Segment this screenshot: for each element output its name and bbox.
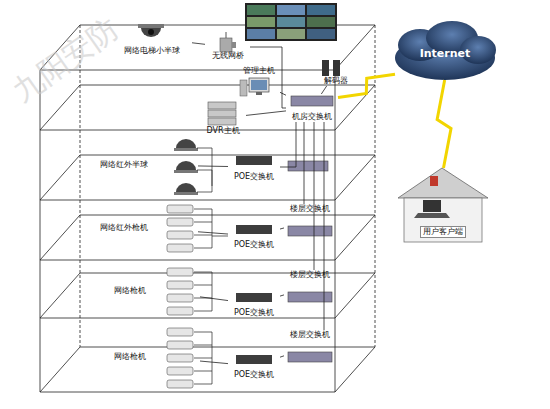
- floor-switch: 楼层交换机: [284, 270, 336, 304]
- floor-switch: 楼层交换机: [284, 204, 336, 238]
- decoder-node: 解码器: [316, 58, 356, 86]
- dvr-box: [208, 102, 236, 125]
- host-node: 管理主机: [238, 66, 280, 98]
- node-label: DVR主机: [190, 126, 256, 136]
- node-label: 解码器: [306, 76, 366, 86]
- node-label: 用户客户端: [420, 226, 466, 238]
- monitor-wall: [245, 3, 337, 41]
- house: [398, 168, 488, 242]
- node-label: 无线网桥: [195, 51, 260, 61]
- node-label: 楼层交换机: [274, 270, 346, 280]
- network-cable: [280, 356, 284, 357]
- network-cable: [304, 122, 305, 204]
- network-cable: [250, 47, 286, 108]
- network-cable: [192, 43, 205, 45]
- node-label: 网络电梯小半球: [102, 46, 202, 56]
- node-label: 网络红外枪机: [100, 223, 148, 233]
- cloud: [395, 21, 496, 80]
- network-cable: [200, 361, 228, 364]
- network-cable: [246, 111, 286, 115]
- dvr-node: DVR主机: [200, 100, 246, 136]
- wireless-bridge: [220, 32, 236, 52]
- node-label: 管理主机: [228, 66, 290, 76]
- network-cable: [280, 295, 284, 296]
- camera-group: 网络红外半球: [98, 134, 198, 196]
- network-cable: [280, 228, 284, 229]
- poe-switch: POE交换机: [228, 352, 280, 380]
- node-label: 楼层交换机: [274, 204, 346, 214]
- network-cable: [280, 122, 296, 167]
- computer: [240, 78, 269, 96]
- watermark: 九阳安防: [5, 9, 127, 111]
- camera-group: 网络枪机: [112, 324, 200, 390]
- node-label: 网络红外半球: [100, 160, 148, 170]
- node-label: POE交换机: [218, 370, 290, 380]
- node-label: POE交换机: [218, 240, 290, 250]
- camera-group: 网络枪机: [112, 264, 200, 318]
- floor-switch: 楼层交换机: [284, 330, 336, 364]
- wireless-link: [437, 80, 451, 168]
- network-cable: [198, 232, 228, 234]
- camera-wire: [194, 148, 228, 384]
- camera-group: 网络电梯小半球: [112, 20, 192, 56]
- poe-switch: POE交换机: [228, 152, 280, 182]
- node-label: POE交换机: [218, 172, 290, 182]
- network-cable: [198, 165, 228, 167]
- node-label: 机房交换机: [276, 112, 348, 122]
- network-cable: [314, 122, 315, 270]
- camera-group: 网络红外枪机: [98, 200, 198, 256]
- cloud-node: Internet: [395, 28, 495, 80]
- network-cable: [280, 92, 286, 95]
- dome-camera: [174, 139, 198, 195]
- node-label: Internet: [395, 49, 495, 59]
- decoder: [322, 60, 340, 76]
- building-frame: [40, 25, 375, 392]
- network-cable: [321, 86, 326, 94]
- node-label: 网络枪机: [114, 352, 146, 362]
- switch-node: 机房交换机: [286, 94, 338, 122]
- poe-switch: POE交换机: [228, 290, 280, 318]
- client-node: 用户客户端: [398, 168, 488, 244]
- network-cable: [200, 297, 228, 301]
- gun-camera: [167, 205, 193, 388]
- node-label: 楼层交换机: [274, 330, 346, 340]
- node-label: 网络枪机: [114, 286, 146, 296]
- node-label: POE交换机: [218, 308, 290, 318]
- dome-camera: [138, 24, 164, 37]
- switch-icon: [236, 96, 333, 364]
- bridge-node: 无线网桥: [205, 33, 250, 61]
- poe-switch: POE交换机: [228, 222, 280, 250]
- network-cable: [324, 122, 325, 330]
